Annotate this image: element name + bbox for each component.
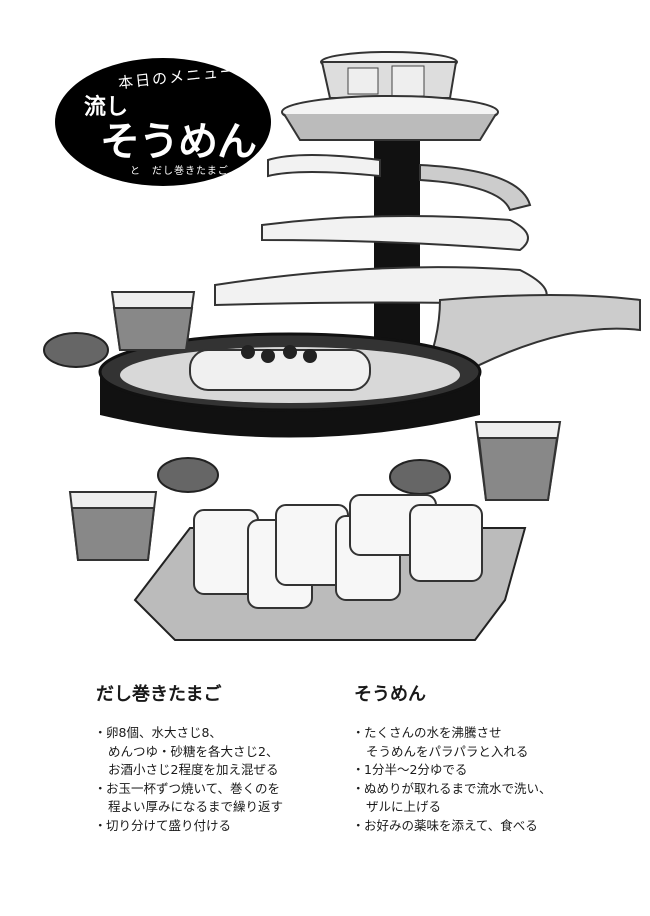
condiment-dish (43, 332, 451, 495)
recipe-title: そうめん (354, 684, 426, 705)
menu-sign-oval (55, 58, 271, 186)
tower-pole (374, 130, 420, 360)
tamago-board (133, 494, 527, 641)
recipe-somen: そうめん たくさんの水を沸騰させ そうめんをパラパラと入れる 1分半〜2分ゆでる… (354, 680, 552, 835)
menu-sign-title-line1: 流し (84, 95, 129, 120)
recipe-step: お玉一杯ずつ焼いて、巻くのを 程よい厚みになるまで繰り返す (96, 780, 283, 817)
recipe-step: たくさんの水を沸騰させ そうめんをパラパラと入れる (354, 724, 552, 761)
recipe-step: 卵8個、水大さじ8、 めんつゆ・砂糖を各大さじ2、 お酒小さじ2程度を加え混ぜる (96, 724, 283, 780)
recipe-step: 1分半〜2分ゆでる (354, 761, 552, 780)
recipe-step: ぬめりが取れるまで流水で洗い、 ザルに上げる (354, 780, 552, 817)
recipe-title: だし巻きたまご (96, 684, 222, 705)
spiral-slide (214, 154, 641, 387)
ice-bowl (320, 51, 458, 99)
recipe-step: お好みの薬味を添えて、食べる (354, 817, 552, 836)
recipe-dashimaki-tamago: だし巻きたまご 卵8個、水大さじ8、 めんつゆ・砂糖を各大さじ2、 お酒小さじ2… (96, 680, 283, 835)
base-tray (98, 332, 482, 438)
upper-tray (281, 95, 499, 141)
menu-sign-title-line2: そうめん (100, 119, 257, 165)
cup (68, 291, 562, 561)
recipe-steps: 卵8個、水大さじ8、 めんつゆ・砂糖を各大さじ2、 お酒小さじ2程度を加え混ぜる… (96, 724, 283, 835)
recipe-steps: たくさんの水を沸騰させ そうめんをパラパラと入れる 1分半〜2分ゆでる ぬめりが… (354, 724, 552, 835)
recipe-step: 切り分けて盛り付ける (96, 817, 283, 836)
menu-sign-subtitle: と だし巻きたまご (130, 166, 229, 177)
